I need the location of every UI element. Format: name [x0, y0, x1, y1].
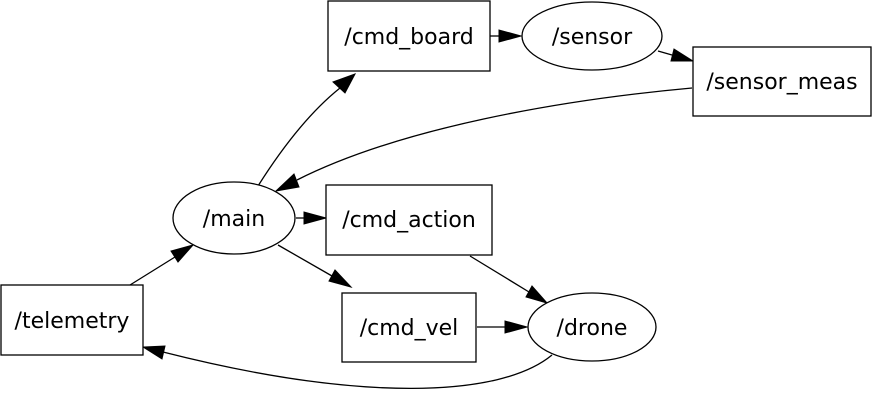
edge-sensor-to-sensor-meas — [657, 48, 695, 62]
node-telemetry-label: /telemetry — [15, 309, 130, 334]
node-cmd-vel[interactable]: /cmd_vel — [341, 292, 477, 363]
node-sensor-meas[interactable]: /sensor_meas — [692, 46, 872, 117]
node-cmd-vel-label: /cmd_vel — [360, 316, 459, 341]
edge-main-to-cmd-action — [296, 211, 328, 225]
node-cmd-board[interactable]: /cmd_board — [327, 0, 491, 72]
node-main-label: /main — [203, 207, 265, 232]
node-sensor-label: /sensor — [552, 25, 633, 50]
edge-cmd-action-to-drone — [469, 255, 549, 304]
node-main[interactable]: /main — [172, 181, 296, 255]
node-telemetry[interactable]: /telemetry — [0, 284, 144, 356]
edge-telemetry-to-main — [129, 244, 195, 286]
node-cmd-action[interactable]: /cmd_action — [325, 184, 493, 256]
node-sensor[interactable]: /sensor — [521, 1, 663, 71]
edge-main-to-cmd-board — [257, 73, 357, 187]
edge-drone-to-telemetry — [141, 345, 553, 389]
node-cmd-action-label: /cmd_action — [342, 208, 476, 233]
edge-main-to-cmd-vel — [277, 244, 353, 288]
node-sensor-meas-label: /sensor_meas — [706, 70, 857, 95]
node-drone[interactable]: /drone — [527, 292, 657, 362]
node-drone-label: /drone — [557, 316, 628, 341]
node-cmd-board-label: /cmd_board — [344, 25, 473, 50]
edge-sensor-meas-to-main — [274, 87, 693, 192]
edge-cmd-board-to-sensor — [490, 29, 523, 43]
edge-cmd-vel-to-drone — [477, 320, 529, 334]
